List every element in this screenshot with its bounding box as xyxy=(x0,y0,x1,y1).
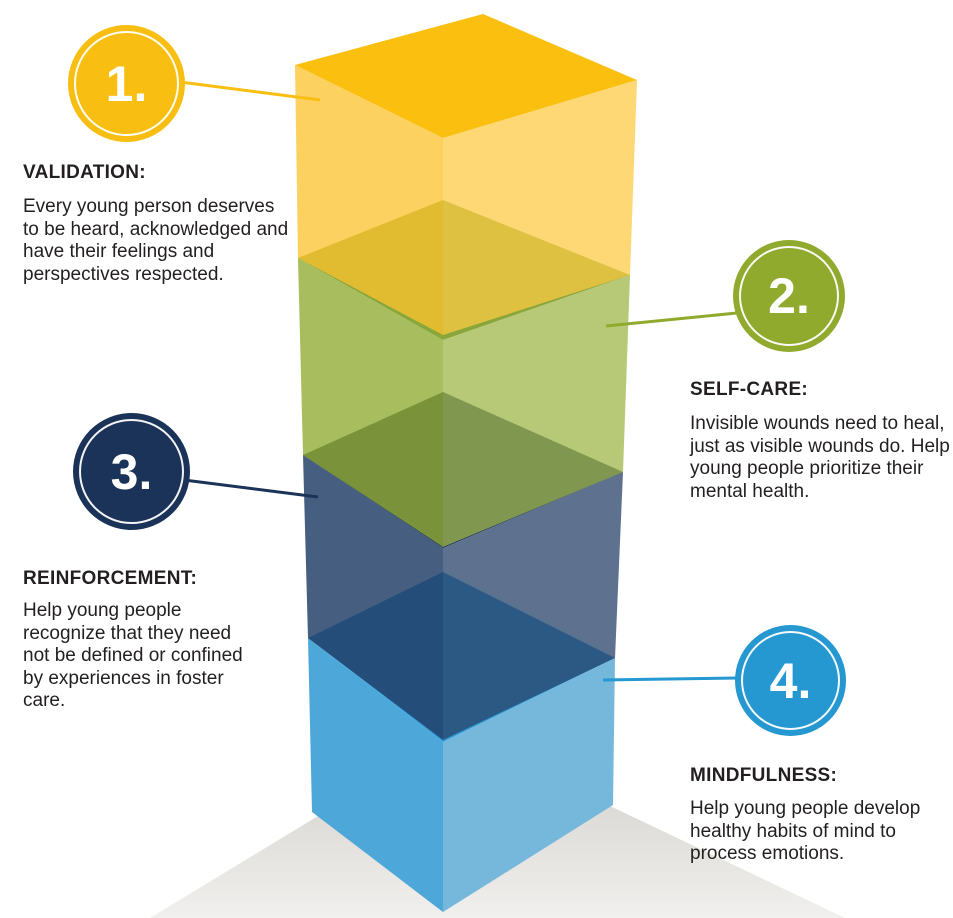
connector-line-4 xyxy=(602,676,739,682)
cube-1 xyxy=(295,14,637,335)
step-3-number-badge: 3. xyxy=(73,413,190,530)
step-2-description: Invisible wounds need to heal, just as v… xyxy=(690,413,950,502)
step-2-number-badge: 2. xyxy=(733,240,845,352)
step-1-description: Every young person deserves to be heard,… xyxy=(23,196,289,285)
connector-line-3 xyxy=(183,478,319,499)
connector-line-2 xyxy=(605,311,738,328)
step-4-number-badge: 4. xyxy=(735,625,846,736)
step-2-number: 2. xyxy=(768,268,810,324)
step-4-heading: MINDFULNESS: xyxy=(690,765,838,786)
step-2-heading: SELF-CARE: xyxy=(690,379,809,400)
step-1-heading: VALIDATION: xyxy=(23,162,146,183)
step-1-number-badge: 1. xyxy=(68,25,185,142)
step-1-number: 1. xyxy=(105,55,148,112)
step-3-heading: REINFORCEMENT: xyxy=(23,568,198,589)
step-3-number: 3. xyxy=(110,443,153,500)
step-4-number: 4. xyxy=(769,652,812,709)
connector-line-1 xyxy=(179,80,321,102)
step-3-description: Help young people recognize that they ne… xyxy=(23,600,243,711)
step-4-description: Help young people develop healthy habits… xyxy=(690,798,921,864)
